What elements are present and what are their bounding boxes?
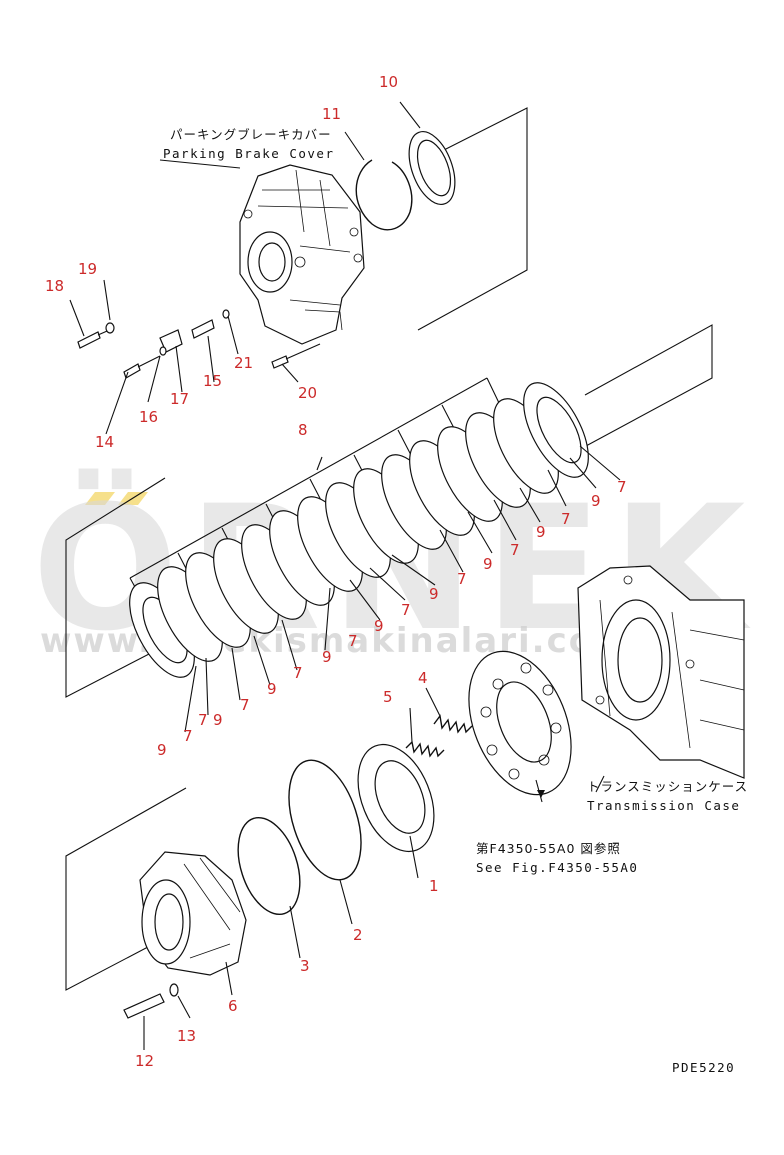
see-fig-label-en: See Fig.F4350-55A0 [476,860,638,875]
fastener-parts [77,309,321,379]
callout-7: 7 [198,711,208,729]
callout-7: 7 [457,570,467,588]
callout-13: 13 [177,1027,196,1045]
callout-4: 4 [418,669,428,687]
clutch-pack-group [65,324,713,733]
callout-21: 21 [234,354,253,372]
callout-2: 2 [353,926,363,944]
callout-9: 9 [322,648,332,666]
callout-9: 9 [591,492,601,510]
callout-9: 9 [429,585,439,603]
callout-9: 9 [374,617,384,635]
drawing-code: PDE5220 [672,1060,735,1075]
callout-7: 7 [183,727,193,745]
see-fig-label-jp: 第F4350-55A0 図参照 [476,841,621,856]
callout-10: 10 [379,73,398,91]
callout-1: 1 [429,877,439,895]
callout-7: 7 [401,601,411,619]
callout-15: 15 [203,372,222,390]
callout-7: 7 [293,664,303,682]
parking-brake-label-en: Parking Brake Cover [163,146,335,161]
callout-8: 8 [298,421,308,439]
callout-7: 7 [561,510,571,528]
callout-6: 6 [228,997,238,1015]
seal-ring-outer-part [288,759,362,881]
callout-14: 14 [95,433,114,451]
spring-parts [405,714,473,758]
callout-12: 12 [135,1052,154,1070]
callout-7: 7 [240,696,250,714]
transmission-case-label-jp: トランスミッションケース [587,779,748,794]
callout-3: 3 [300,957,310,975]
transmission-case-part [577,565,745,779]
callout-9: 9 [157,741,167,759]
callout-11: 11 [322,105,341,123]
callout-9: 9 [267,680,277,698]
parking-brake-label-jp: パーキングブレーキカバー [170,127,332,142]
callout-9: 9 [536,523,546,541]
clutch-housing-part [139,851,247,976]
callout-9: 9 [483,555,493,573]
callout-18: 18 [45,277,64,295]
callout-16: 16 [139,408,158,426]
callout-5: 5 [383,688,393,706]
callout-7: 7 [510,541,520,559]
callout-7: 7 [348,632,358,650]
bolt-part [123,993,165,1019]
transmission-case-label-en: Transmission Case [587,798,740,813]
callout-7: 7 [617,478,627,496]
callout-numbers: 10 11 19 18 15 21 17 16 14 20 8 7 9 7 9 … [45,73,627,1070]
callout-9: 9 [213,711,223,729]
seal-ring-inner-part [237,816,301,916]
parking-brake-group [77,107,528,379]
callout-19: 19 [78,260,97,278]
parking-brake-cover-part [239,164,365,345]
leader-lines [69,101,605,1050]
callout-17: 17 [170,390,189,408]
washer-part [169,983,179,997]
clutch-discs [129,382,589,678]
carrier-plate-part [468,650,572,796]
snap-ring-part [355,159,413,231]
callout-20: 20 [298,384,317,402]
text-labels: パーキングブレーキカバー Parking Brake Cover トランスミッシ… [163,127,748,1075]
piston-group [65,650,572,1019]
